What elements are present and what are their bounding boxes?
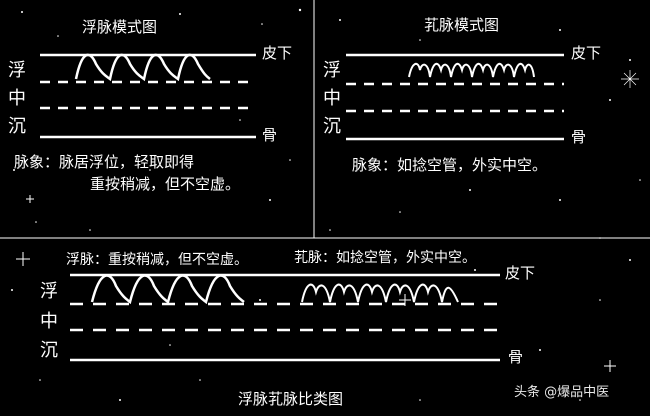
- bottom-level-chen: 沉: [40, 340, 58, 361]
- right-level-zhong: 中: [323, 88, 341, 109]
- star-field: [11, 8, 641, 401]
- bottom-label-bone: 骨: [508, 348, 524, 366]
- left-level-chen: 沉: [8, 116, 26, 137]
- right-label-skin: 皮下: [571, 44, 602, 62]
- bottom-panel-lines: [70, 273, 500, 362]
- watermark: 头条 @爆品中医: [514, 385, 610, 400]
- bottom-kou-waveform: [301, 283, 459, 303]
- right-panel-lines: [346, 53, 564, 141]
- right-level-chen: 沉: [323, 116, 341, 137]
- bottom-level-fu: 浮: [40, 281, 58, 302]
- bottom-fu-waveform: [90, 274, 245, 305]
- left-label-bone: 骨: [262, 126, 278, 144]
- bottom-level-zhong: 中: [40, 311, 58, 332]
- left-panel-lines: [40, 53, 256, 139]
- right-kou-waveform: [408, 62, 535, 78]
- left-fu-waveform: [74, 53, 211, 82]
- bottom-note-kou: 芤脉：如捻空管，外实中空。: [294, 250, 476, 266]
- bottom-note-fu: 浮脉：重按稍减，但不空虚。: [66, 252, 248, 268]
- left-level-fu: 浮: [8, 60, 26, 81]
- right-label-bone: 骨: [571, 128, 587, 146]
- right-panel-title: 芤脉模式图: [424, 16, 500, 34]
- left-panel-title: 浮脉模式图: [82, 18, 158, 36]
- left-level-zhong: 中: [8, 88, 26, 109]
- right-level-fu: 浮: [323, 60, 341, 81]
- left-label-skin: 皮下: [262, 44, 293, 62]
- left-desc-line1: 脉象：脉居浮位，轻取即得: [14, 153, 195, 171]
- bottom-caption: 浮脉芤脉比类图: [238, 390, 344, 408]
- right-desc: 脉象：如捻空管，外实中空。: [352, 156, 548, 174]
- bottom-label-skin: 皮下: [505, 264, 536, 282]
- left-desc-line2: 重按稍减，但不空虚。: [90, 175, 241, 193]
